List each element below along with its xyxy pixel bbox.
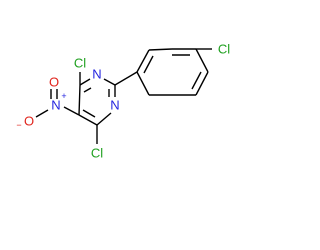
bond-c6-c5 [78, 114, 98, 126]
nitro-o-left-charge: − [16, 120, 21, 130]
atom-n-lower: N [110, 98, 119, 113]
chlorophenyl-ring [136, 48, 212, 96]
bond-n3-c2 [103, 78, 116, 86]
bond-ar1-ar2 [136, 49, 150, 73]
bond-c2-aryl [114, 71, 138, 86]
bond-ar4-ar5 [195, 48, 209, 73]
bond-ar2-ar3 [148, 48, 173, 51]
bond-c5-nitro-n [63, 106, 80, 116]
bond-ar6-ar1-b [136, 71, 150, 96]
atom-cl-bottom: Cl [91, 146, 103, 161]
atom-cl-top-left: Cl [74, 56, 86, 71]
molecule-structure: Cl N N Cl Cl N + O O − [16, 42, 230, 161]
bond-c6-c5-double [82, 109, 96, 118]
bond-c4-n3 [79, 78, 91, 86]
bond-n1-c6 [96, 112, 112, 126]
atom-n-upper: N [92, 67, 101, 82]
nitro-n-charge: + [61, 91, 66, 101]
atom-nitro-o-left: O [24, 114, 34, 129]
pyrimidine-ring [78, 78, 116, 126]
atom-nitro-n: N [51, 98, 60, 113]
bond-c4-n3-double [83, 87, 92, 93]
bond-ar1-ar2-double [143, 55, 154, 74]
bond-ar5-ar6-double [191, 71, 202, 90]
bond-nitro-n-o-left [35, 109, 49, 118]
molecule-drawing: Cl N N Cl Cl N + O O − [16, 42, 230, 161]
bond-ar5-ar6 [195, 71, 209, 96]
atom-cl-para: Cl [218, 42, 230, 57]
nitro-group-bonds [35, 89, 80, 118]
atom-nitro-o-upper: O [49, 75, 59, 90]
bond-c5-c4 [78, 84, 81, 116]
